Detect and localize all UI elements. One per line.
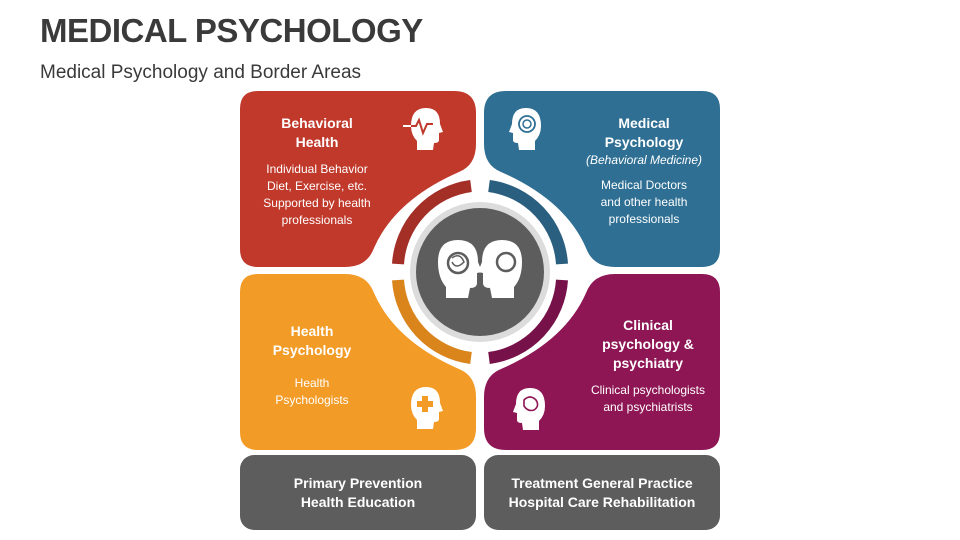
health-body-line: Health — [294, 376, 330, 390]
health-psychology-description: Health Psychologists — [244, 375, 380, 409]
ring-arc-clinical — [488, 279, 568, 364]
clinical-title-line: psychiatry — [612, 355, 684, 371]
behavioral-body-line: Supported by health — [263, 196, 371, 210]
ring-arc-medical — [488, 180, 568, 265]
behavioral-title-line: Behavioral — [281, 115, 353, 131]
head-heartbeat-icon — [403, 108, 443, 150]
head-medical-cross-icon — [411, 387, 443, 429]
clinical-psychology-description: Clinical psychologists and psychiatrists — [570, 382, 726, 416]
health-title-line: Health — [290, 323, 334, 339]
head-brain-icon — [513, 388, 545, 430]
clinical-psychology-title: Clinical psychology & psychiatry — [570, 316, 726, 373]
behavioral-health-text: Behavioral Health Individual Behavior Di… — [244, 114, 390, 229]
behavioral-body-line: Diet, Exercise, etc. — [266, 179, 368, 193]
medical-psychology-text: Medical Psychology (Behavioral Medicine)… — [566, 114, 722, 228]
medical-psychology-subtitle: (Behavioral Medicine) — [585, 153, 703, 167]
medical-psychology-panel — [484, 91, 720, 267]
medical-psychology-title: Medical Psychology — [566, 114, 722, 152]
health-psychology-text: Health Psychology Health Psychologists — [244, 322, 380, 409]
clinical-body-line: and psychiatrists — [603, 400, 693, 414]
footer-right-line: Treatment General Practice — [511, 474, 693, 491]
footer-primary-prevention: Primary Prevention Health Education — [240, 455, 476, 530]
behavioral-body-line: professionals — [281, 213, 353, 227]
ring-arc-behavioral — [392, 180, 472, 265]
medical-psychology-description: Medical Doctors and other health profess… — [566, 177, 722, 228]
health-psychology-title: Health Psychology — [244, 322, 380, 360]
medical-title-line: Psychology — [604, 134, 684, 150]
footer-right-line: Hospital Care Rehabilitation — [508, 493, 696, 510]
two-heads-facing-icon — [438, 240, 522, 298]
ring-arc-health — [392, 279, 472, 364]
medical-body-line: professionals — [608, 212, 680, 226]
page-subtitle: Medical Psychology and Border Areas — [40, 62, 362, 83]
behavioral-title-line: Health — [295, 134, 339, 150]
footer-left-line: Primary Prevention — [293, 474, 423, 491]
clinical-title-line: psychology & — [602, 336, 694, 352]
medical-body-line: Medical Doctors — [600, 178, 688, 192]
behavioral-health-title: Behavioral Health — [244, 114, 390, 152]
health-title-line: Psychology — [272, 342, 352, 358]
behavioral-body-line: Individual Behavior — [266, 162, 368, 176]
page-title: MEDICAL PSYCHOLOGY — [40, 12, 423, 49]
head-maze-icon — [509, 108, 541, 150]
medical-body-line: and other health — [600, 195, 688, 209]
footer-treatment: Treatment General Practice Hospital Care… — [484, 455, 720, 530]
health-body-line: Psychologists — [275, 393, 349, 407]
clinical-psychology-text: Clinical psychology & psychiatry Clinica… — [570, 316, 726, 416]
medical-title-line: Medical — [618, 115, 670, 131]
behavioral-health-description: Individual Behavior Diet, Exercise, etc.… — [244, 161, 390, 229]
footer-left-line: Health Education — [300, 493, 416, 510]
clinical-body-line: Clinical psychologists — [590, 383, 706, 397]
clinical-title-line: Clinical — [623, 317, 673, 333]
